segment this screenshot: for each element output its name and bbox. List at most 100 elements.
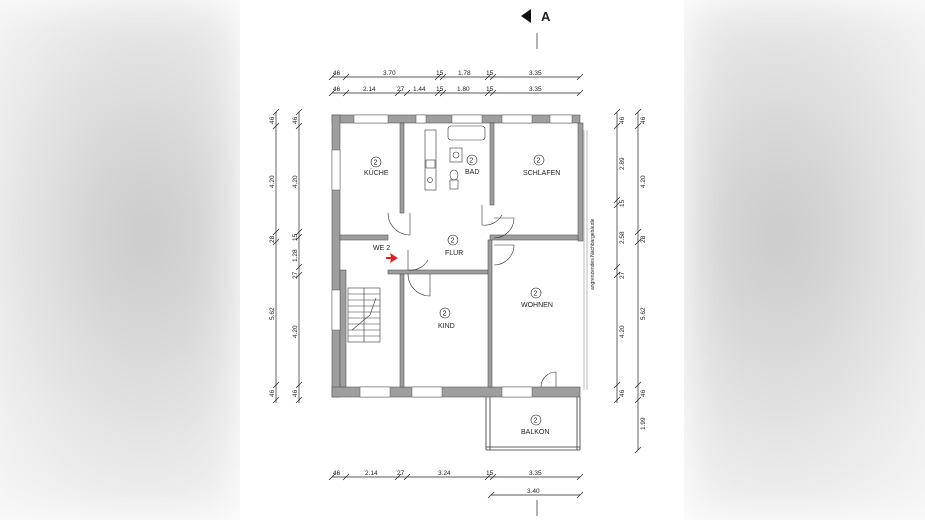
- dims-bottom-1: 46 2.14 27 3.24 15 3.35: [333, 470, 542, 477]
- wall-kind-wohnen: [487, 239, 493, 388]
- door-entrance: [407, 250, 429, 271]
- dim-text: 46: [269, 116, 276, 124]
- room-num-bad: 2: [470, 158, 474, 165]
- dim-text: 46: [333, 470, 341, 477]
- dim-text: 2.14: [365, 470, 378, 477]
- room-label-flur: FLUR: [445, 250, 463, 257]
- wall-south: [331, 386, 581, 398]
- dim-text: 28: [269, 235, 276, 243]
- dim-text: 28: [640, 235, 647, 243]
- dim-text: 2.14: [363, 86, 376, 93]
- dim-text: 15: [436, 70, 444, 77]
- dim-text: 3.24: [438, 470, 451, 477]
- ticks-top-2: [328, 89, 584, 97]
- ticks-bottom-2: [487, 491, 584, 499]
- dim-text: 3.35: [529, 86, 542, 93]
- ticks-bottom-1: [328, 473, 584, 481]
- room-label-wohnen: WOHNEN: [521, 302, 553, 309]
- dim-text: 46: [640, 116, 647, 124]
- blurred-background-right: [685, 0, 925, 520]
- dim-text: 5.62: [640, 307, 647, 320]
- wall-schlafen-south: [489, 234, 579, 241]
- floor-plan: A: [269, 9, 647, 516]
- section-arrow-icon: [521, 9, 531, 23]
- section-marker-label: A: [541, 9, 551, 24]
- door-wohnen: [493, 244, 515, 266]
- dim-text: 46: [640, 389, 647, 397]
- dim-text: 4.20: [292, 175, 299, 188]
- dim-text: 27: [397, 470, 405, 477]
- dim-text: 46: [619, 116, 626, 124]
- wall-bad-schlafen: [489, 122, 495, 206]
- ticks-top-1: [328, 73, 584, 81]
- room-num-kind: 2: [443, 311, 447, 318]
- dim-text: 15: [486, 470, 494, 477]
- floor-plan-sheet: A: [240, 0, 684, 520]
- dim-text: 46: [292, 116, 299, 124]
- wall-kind-west: [399, 273, 405, 388]
- dim-text: 1.78: [458, 70, 471, 77]
- balcony: [485, 397, 581, 451]
- wall-kueche-south: [339, 234, 389, 241]
- room-label-schlafen: SCHLAFEN: [523, 170, 560, 177]
- toilet: [449, 169, 459, 181]
- dim-text: 2.58: [619, 231, 626, 244]
- dim-text: 46: [292, 389, 299, 397]
- dim-text: 1.80: [457, 86, 470, 93]
- wall-kueche-bad: [399, 122, 405, 214]
- washbasin: [449, 179, 459, 190]
- dims-right-inner: 46 2.89 15 2.58 27 4.20 46: [619, 116, 626, 397]
- dim-text: 15: [486, 86, 494, 93]
- dim-text: 4.20: [640, 175, 647, 188]
- entrance-arrow-icon: [386, 253, 398, 263]
- dim-text: 3.35: [529, 70, 542, 77]
- door-kueche: [387, 212, 411, 236]
- kitchen-counter: [424, 129, 437, 191]
- dim-text: 15: [619, 199, 626, 207]
- ticks-right: [613, 108, 642, 454]
- dim-text: 1.44: [413, 86, 426, 93]
- wall-flur-south: [387, 269, 489, 275]
- room-num-balkon: 2: [534, 418, 538, 425]
- dims-left-outer: 46 4.20 28 5.62 46: [269, 116, 276, 397]
- dim-text: 4.20: [619, 325, 626, 338]
- unit-label: WE 2: [373, 245, 390, 252]
- dim-text: 3.70: [383, 70, 396, 77]
- room-label-kind: KIND: [438, 323, 455, 330]
- room-label-balkon: BALKON: [521, 429, 549, 436]
- shower: [449, 147, 463, 163]
- bathtub: [447, 125, 486, 141]
- room-num-flur: 2: [451, 238, 455, 245]
- room-num-schlafen: 2: [537, 158, 541, 165]
- dims-bottom-2: 3.40: [527, 488, 540, 495]
- room-labels: 2 KÜCHE 2 BAD 2 SCHLAFEN 2 FLUR 2 KIND 2…: [364, 154, 560, 436]
- dim-text: 15: [486, 70, 494, 77]
- fixtures: [424, 125, 486, 191]
- dim-text: 15: [292, 233, 299, 241]
- dim-text: 2.89: [619, 157, 626, 170]
- dim-text: 27: [292, 271, 299, 279]
- wall-stair-east: [339, 269, 347, 388]
- dim-text: 1.99: [640, 417, 647, 430]
- dim-text: 46: [619, 389, 626, 397]
- dim-text: 27: [397, 86, 405, 93]
- room-label-bad: BAD: [465, 169, 479, 176]
- room-num-wohnen: 2: [534, 291, 538, 298]
- dim-text: 15: [436, 86, 444, 93]
- stairs: [347, 287, 381, 343]
- neighbor-building-note: angrenzendes Nachbargebäude: [590, 218, 596, 290]
- dim-text: 46: [269, 389, 276, 397]
- ticks-left: [272, 108, 303, 404]
- dim-text: 5.62: [269, 307, 276, 320]
- wall-east-upper: [577, 122, 584, 242]
- door-balkon: [540, 371, 557, 388]
- door-bad: [481, 205, 503, 226]
- dims-top-2: 46 2.14 27 1.44 15 1.80 15 3.35: [333, 86, 542, 93]
- dim-text: 46: [333, 86, 341, 93]
- dims-top-1: 46 3.70 15 1.78 15 3.35: [333, 70, 542, 77]
- blurred-background-left: [0, 0, 240, 520]
- dim-text: 3.35: [529, 470, 542, 477]
- room-label-kueche: KÜCHE: [364, 169, 389, 177]
- dim-text: 4.20: [269, 175, 276, 188]
- room-num-kueche: 2: [374, 160, 378, 167]
